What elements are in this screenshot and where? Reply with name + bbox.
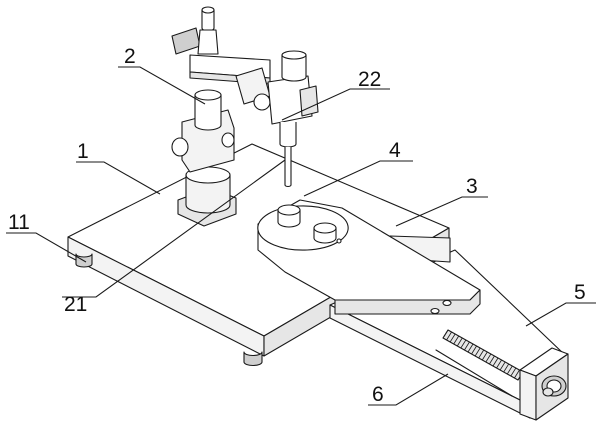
nozzle-tip: [284, 147, 292, 188]
screw-threads: [442, 329, 524, 381]
motor-port-left: [171, 137, 189, 157]
arm-hole-1: [430, 307, 440, 315]
regulator-top: [281, 50, 307, 60]
label-22: 22: [358, 68, 381, 91]
screw-thread-line: [481, 351, 488, 361]
motor-port-right: [221, 132, 235, 148]
leader-6: [368, 373, 449, 406]
leader-21: [62, 159, 286, 298]
regulator: [281, 55, 307, 82]
label-21: 21: [64, 293, 87, 316]
column-lower: [185, 175, 231, 214]
leader-11: [6, 232, 87, 263]
part-labels: 2 22 1 4 3 11 21 5 6: [8, 45, 586, 406]
valve-port: [253, 93, 271, 111]
label-3: 3: [466, 175, 478, 198]
leader-2: [118, 66, 206, 105]
column-upper-top: [194, 89, 222, 101]
leader-3: [395, 196, 488, 227]
screw-thread-line: [456, 337, 463, 347]
label-4: 4: [389, 139, 401, 162]
top-fitting-block: [197, 29, 219, 55]
label-5: 5: [574, 281, 586, 304]
screw-thread-line: [474, 347, 481, 357]
leader-5: [525, 302, 596, 327]
cup-right-rim: [313, 222, 337, 234]
end-block: [519, 347, 569, 421]
upper-arm-motor: [171, 27, 201, 55]
spray-head: [235, 50, 319, 188]
cups: [277, 204, 342, 244]
label-6: 6: [372, 383, 384, 406]
screw-thread-line: [460, 339, 467, 349]
column-assembly: [171, 89, 237, 227]
screw-thread-line: [492, 357, 499, 367]
foot-front: [243, 351, 263, 367]
label-1: 1: [77, 140, 89, 163]
screw-thread-line: [471, 345, 477, 355]
screw-thread-line: [446, 331, 452, 341]
leader-lines: [6, 66, 596, 406]
screw-thread-line: [514, 369, 520, 379]
nozzle-body: [279, 122, 297, 148]
screw-thread-line: [478, 349, 485, 359]
screw-thread-line: [506, 365, 513, 375]
leader-22: [281, 88, 390, 121]
valve-block-side: [299, 85, 319, 117]
knob-shaft: [542, 387, 554, 397]
top-fitting-cap: [201, 6, 215, 14]
screw-thread-line: [496, 359, 502, 369]
end-block-front: [519, 369, 537, 421]
screw-thread-line: [442, 329, 449, 339]
arm-hole-2: [442, 299, 452, 307]
label-2: 2: [124, 45, 136, 68]
lead-screw: [442, 329, 524, 381]
arm-plate-side: [334, 289, 481, 315]
screw-thread-line: [453, 335, 460, 345]
screw-thread-line: [489, 355, 495, 365]
column-upper: [194, 95, 222, 131]
screw-thread-line: [499, 361, 506, 371]
turntable-pin: [336, 238, 342, 244]
cup-left-rim: [277, 204, 301, 216]
screw-thread-line: [503, 363, 510, 373]
screw-thread-line: [510, 367, 517, 377]
screw-thread-line: [464, 341, 470, 351]
screw-thread-line: [467, 343, 474, 353]
leader-4: [303, 160, 413, 197]
screw-thread-line: [449, 333, 456, 343]
screw-thread-line: [485, 353, 492, 363]
leader-1: [76, 161, 161, 195]
rail-groove-2: [435, 349, 513, 397]
label-11: 11: [8, 211, 30, 234]
